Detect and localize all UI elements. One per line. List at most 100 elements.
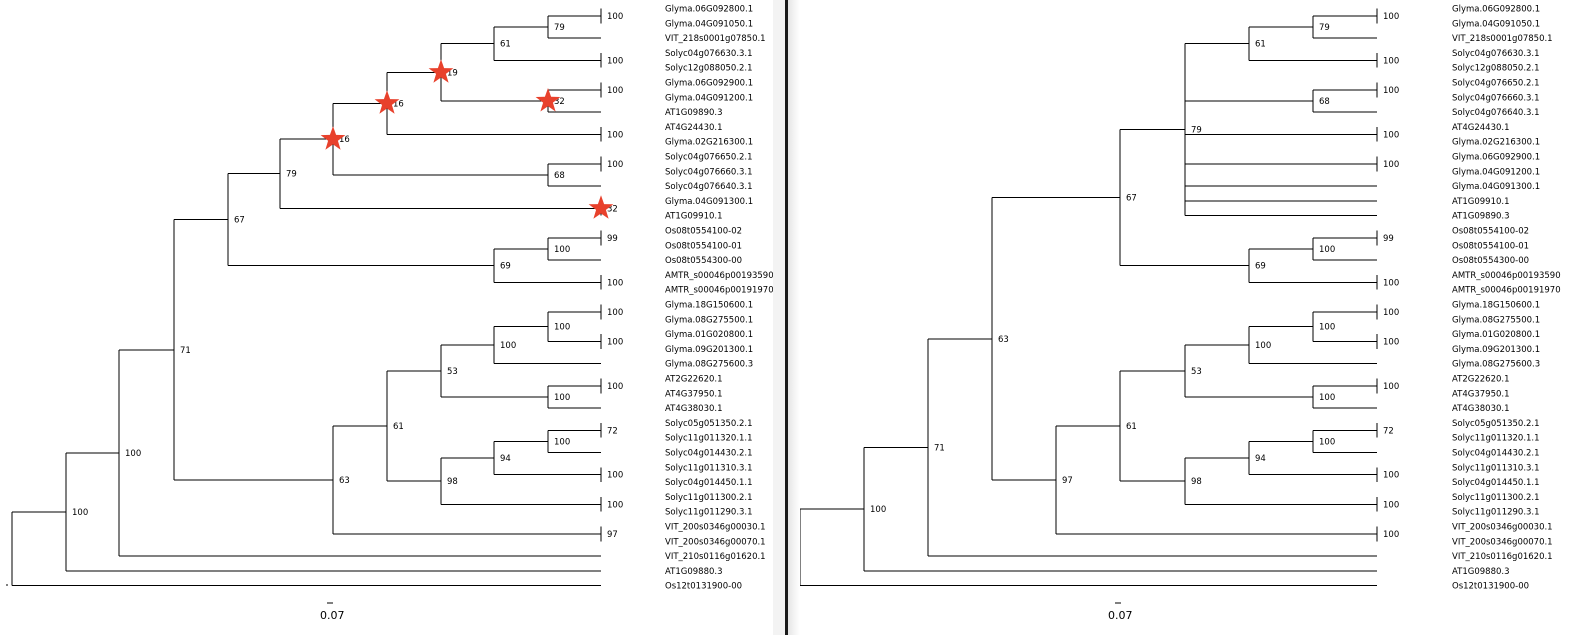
taxon-label: AT1G09890.3 [1452, 212, 1510, 222]
taxon-label: AT1G09910.1 [665, 212, 723, 222]
support-value: 100 [870, 505, 886, 515]
support-value: 16 [339, 135, 350, 145]
taxon-label: Solyc04g014430.2.1 [665, 449, 753, 459]
taxon-label: VIT_200s0346g00030.1 [1452, 523, 1553, 533]
support-value: 32 [607, 204, 618, 214]
taxon-label: Solyc11g011290.3.1 [665, 508, 753, 518]
taxon-label: Solyc11g011320.1.1 [665, 434, 753, 444]
taxon-label: Glyma.06G092900.1 [665, 79, 753, 89]
support-value: 94 [1255, 454, 1266, 464]
taxon-label: Solyc04g076660.3.1 [1452, 93, 1540, 103]
taxon-label: Solyc11g011290.3.1 [1452, 508, 1540, 518]
taxon-label: Os12t0131900-00 [665, 582, 742, 592]
taxon-label: AMTR_s00046p00193590 [665, 271, 773, 281]
support-value: 69 [500, 262, 511, 272]
highlight-star-icon [588, 195, 614, 219]
taxon-label: Solyc04g076630.3.1 [665, 49, 753, 59]
support-value: 100 [554, 323, 570, 333]
support-value: 100 [500, 341, 516, 351]
taxon-label: Glyma.18G150600.1 [665, 301, 753, 311]
taxon-label: Solyc04g076630.3.1 [1452, 49, 1540, 59]
support-value: 19 [447, 68, 458, 78]
support-value: 100 [1319, 437, 1335, 447]
support-value: 63 [339, 476, 350, 486]
taxon-label: Solyc04g076660.3.1 [665, 167, 753, 177]
taxon-label: Solyc04g014450.1.1 [1452, 478, 1540, 488]
support-value: 72 [1383, 426, 1394, 436]
support-value: 100 [1319, 245, 1335, 255]
taxon-label: Os08t0554300-00 [665, 256, 742, 266]
taxon-label: Glyma.08G275500.1 [665, 315, 753, 325]
taxon-label: Solyc04g076650.2.1 [665, 153, 753, 163]
taxon-label: Solyc11g011300.2.1 [1452, 493, 1540, 503]
taxon-label: Solyc04g076640.3.1 [1452, 108, 1540, 118]
support-value: 100 [554, 437, 570, 447]
scale-bar-label: 0.07 [1108, 609, 1133, 622]
taxon-label: VIT_218s0001g07850.1 [665, 34, 766, 44]
support-value: 100 [1383, 308, 1399, 318]
taxon-label: Os08t0554100-02 [665, 227, 742, 237]
support-value: 100 [1383, 338, 1399, 348]
support-value: 100 [1383, 86, 1399, 96]
taxon-label: Solyc04g014430.2.1 [1452, 449, 1540, 459]
support-value: 71 [934, 443, 945, 453]
taxon-label: Os08t0554100-01 [1452, 241, 1529, 251]
taxon-label: Glyma.08G275600.3 [665, 360, 753, 370]
support-value: 100 [554, 245, 570, 255]
taxon-label: Solyc04g076640.3.1 [665, 182, 753, 192]
taxon-label: AT4G37950.1 [665, 389, 723, 399]
support-value: 100 [1383, 56, 1399, 66]
highlight-star-icon [320, 126, 346, 150]
taxon-label: Glyma.08G275500.1 [1452, 315, 1540, 325]
support-value: 100 [72, 508, 88, 518]
support-value: 100 [1383, 160, 1399, 170]
taxon-label: Glyma.18G150600.1 [1452, 301, 1540, 311]
highlight-star-icon [535, 88, 561, 112]
support-value: 63 [998, 335, 1009, 345]
taxon-label: Glyma.04G091200.1 [1452, 167, 1540, 177]
taxon-label: AT4G24430.1 [1452, 123, 1510, 133]
support-value: 99 [607, 234, 618, 244]
taxon-label: AT4G38030.1 [665, 404, 723, 414]
support-value: 100 [1383, 471, 1399, 481]
support-value: 100 [607, 308, 623, 318]
panel-divider[interactable] [785, 0, 788, 635]
support-value: 61 [1255, 40, 1266, 50]
taxon-label: Solyc04g076650.2.1 [1452, 79, 1540, 89]
support-value: 72 [607, 426, 618, 436]
taxon-label: AT1G09880.3 [1452, 567, 1510, 577]
taxon-label: Glyma.02G216300.1 [665, 138, 753, 148]
support-value: 100 [607, 56, 623, 66]
taxon-label: Glyma.09G201300.1 [1452, 345, 1540, 355]
support-value: 100 [607, 471, 623, 481]
support-value: 100 [1383, 278, 1399, 288]
support-value: 68 [554, 171, 565, 181]
taxon-label: AT1G09890.3 [665, 108, 723, 118]
support-value: 100 [607, 130, 623, 140]
support-value: 67 [1126, 194, 1137, 204]
support-value: 69 [1255, 262, 1266, 272]
support-value: 100 [125, 449, 141, 459]
taxon-label: AT1G09880.3 [665, 567, 723, 577]
support-value: 100 [607, 278, 623, 288]
panel-shadow [788, 0, 800, 635]
scale-bar-label: 0.07 [320, 609, 345, 622]
support-value: 100 [607, 338, 623, 348]
taxon-label: VIT_210s0116g01620.1 [1452, 552, 1553, 562]
support-value: 67 [234, 216, 245, 226]
support-value: 53 [447, 367, 458, 377]
support-value: 100 [1319, 393, 1335, 403]
support-value: 100 [607, 160, 623, 170]
support-value: 100 [1383, 382, 1399, 392]
taxon-label: AT4G24430.1 [665, 123, 723, 133]
taxon-label: Glyma.04G091300.1 [665, 197, 753, 207]
support-value: 100 [607, 382, 623, 392]
taxon-label: Glyma.04G091050.1 [1452, 19, 1540, 29]
support-value: 100 [607, 86, 623, 96]
taxon-label: AT2G22620.1 [665, 375, 723, 385]
taxon-label: VIT_210s0116g01620.1 [665, 552, 766, 562]
support-value: 79 [1319, 23, 1330, 33]
support-value: 100 [607, 12, 623, 22]
taxon-label: Solyc05g051350.2.1 [665, 419, 753, 429]
